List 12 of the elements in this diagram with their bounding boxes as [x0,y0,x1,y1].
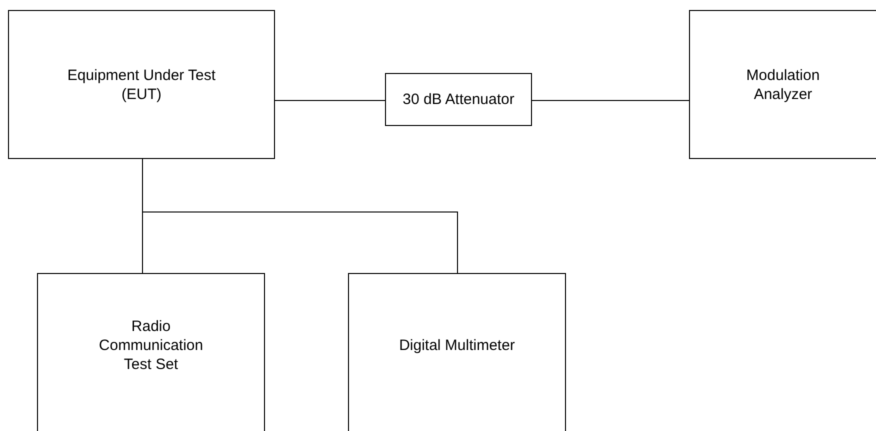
box-label: 30 dB Attenuator [402,90,514,109]
connector-line [532,100,690,101]
box-label: Digital Multimeter [399,336,515,354]
equipment-box [8,10,275,159]
box-label: Modulation Analyzer [745,66,821,104]
equipment-box [348,273,566,431]
equipment-box [689,10,876,159]
box-label: Equipment Under Test (EUT) [66,66,217,104]
connector-line [274,100,386,101]
equipment-box [37,273,265,431]
box-label: Radio Communication Test Set [98,316,204,374]
equipment-box [385,73,532,126]
